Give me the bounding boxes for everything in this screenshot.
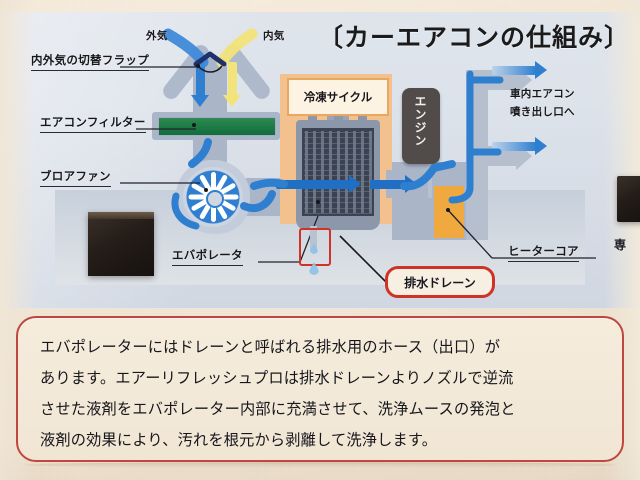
fan-blade: [210, 197, 216, 222]
outlet-arrow-lower: [492, 137, 547, 155]
evaporator-fin: [353, 131, 356, 213]
description-box-shadow: [24, 462, 616, 468]
evaporator-fin: [369, 131, 372, 213]
blower-fan-hub: [206, 190, 224, 208]
outlet-label-line1: 車内エアコン: [510, 88, 575, 100]
evaporator-fin-row: [304, 137, 372, 139]
engine-label: エンジン: [413, 95, 427, 147]
evaporator-fin: [305, 131, 308, 213]
heater-core-label: ヒーターコア: [508, 243, 579, 262]
evaporator-fin-row: [304, 191, 372, 193]
evaporator-fin-row: [304, 132, 372, 133]
filter-label: エアコンフィルター: [40, 114, 146, 133]
description-line-3: させた液剤をエバポレーター内部に充満させて、洗浄ムースの発泡と: [40, 400, 516, 418]
product-photo-left: [88, 212, 154, 276]
engine-block: エンジン: [402, 88, 440, 164]
evaporator-fin-row: [304, 169, 372, 171]
evaporator-core: [302, 128, 374, 216]
leader-dot-blower: [204, 188, 208, 192]
evaporator-fin-row: [304, 159, 372, 160]
outlet-arrow-upper: [492, 61, 547, 79]
evaporator-through-arrow: [276, 175, 361, 193]
evaporator-fin-row: [304, 148, 372, 150]
evaporator-fin: [321, 131, 324, 213]
description-line-4: 液剤の効果により、汚れを根元から剥離して洗浄します。: [40, 431, 438, 449]
evaporator-fin-row: [304, 153, 372, 155]
engine-coolant-pipe: [428, 160, 432, 198]
refrigeration-cycle-label: 冷凍サイクル: [303, 90, 373, 104]
edge-caption-text: 専: [614, 238, 627, 252]
water-drop: [309, 262, 319, 275]
leader-dot-heater: [446, 208, 450, 212]
evaporator-fin-row: [304, 196, 372, 198]
evaporator-fin-row: [304, 207, 372, 209]
heater-core: [434, 186, 464, 238]
description-line-2: あります。エアーリフレッシュプロは排水ドレーンよりノズルで逆流: [40, 369, 514, 387]
inside-air-label: 内気: [263, 30, 285, 42]
evaporator-fin-row: [304, 213, 372, 214]
evaporator-fin-row: [304, 202, 372, 204]
evaporator-fin-row: [304, 175, 372, 177]
water-drop: [310, 243, 318, 254]
drain-pipe: [310, 226, 317, 252]
evaporator-label: エバポレータ: [172, 247, 243, 266]
drain-callout-badge: 排水ドレーン: [385, 266, 495, 298]
leader-dot-evaporator: [316, 200, 320, 204]
cabin-air-filter: [158, 117, 276, 136]
evaporator-tube: [308, 110, 317, 140]
photo-top-edge: [88, 212, 154, 219]
outside-air-down-arrow: [191, 62, 209, 107]
outlet-label-line2: 噴き出し口へ: [510, 106, 575, 118]
drain-callout-label: 排水ドレーン: [404, 275, 476, 290]
flap-label: 内外気の切替フラップ: [31, 52, 149, 71]
evaporator-fin-row: [304, 142, 372, 144]
page-title: 〔カーエアコンの仕組み〕: [318, 23, 631, 52]
evaporator-fin: [345, 131, 348, 213]
leader-dot-flap: [196, 64, 200, 68]
blower-label: ブロアファン: [40, 168, 111, 187]
inside-air-down-arrow: [223, 62, 241, 107]
product-photo-right-edge: [617, 176, 640, 222]
evaporator-fin: [361, 131, 364, 213]
description-box: エバポレーターにはドレーンと呼ばれる排水用のホース（出口）が あります。エアーリ…: [16, 316, 624, 462]
leader-dot-filter: [192, 123, 196, 127]
evaporator-fin: [329, 131, 332, 213]
post-evaporator-arrow: [370, 175, 417, 193]
evaporator-fin: [313, 131, 316, 213]
refrigeration-cycle-callout: 冷凍サイクル: [287, 78, 389, 116]
evaporator-fin: [337, 131, 340, 213]
evaporator-tube: [334, 110, 343, 140]
evaporator-fin-row: [304, 164, 372, 166]
outside-air-label: 外気: [146, 30, 168, 42]
description-line-1: エバポレーターにはドレーンと呼ばれる排水用のホース（出口）が: [40, 338, 501, 356]
evaporator-tube: [358, 110, 367, 140]
